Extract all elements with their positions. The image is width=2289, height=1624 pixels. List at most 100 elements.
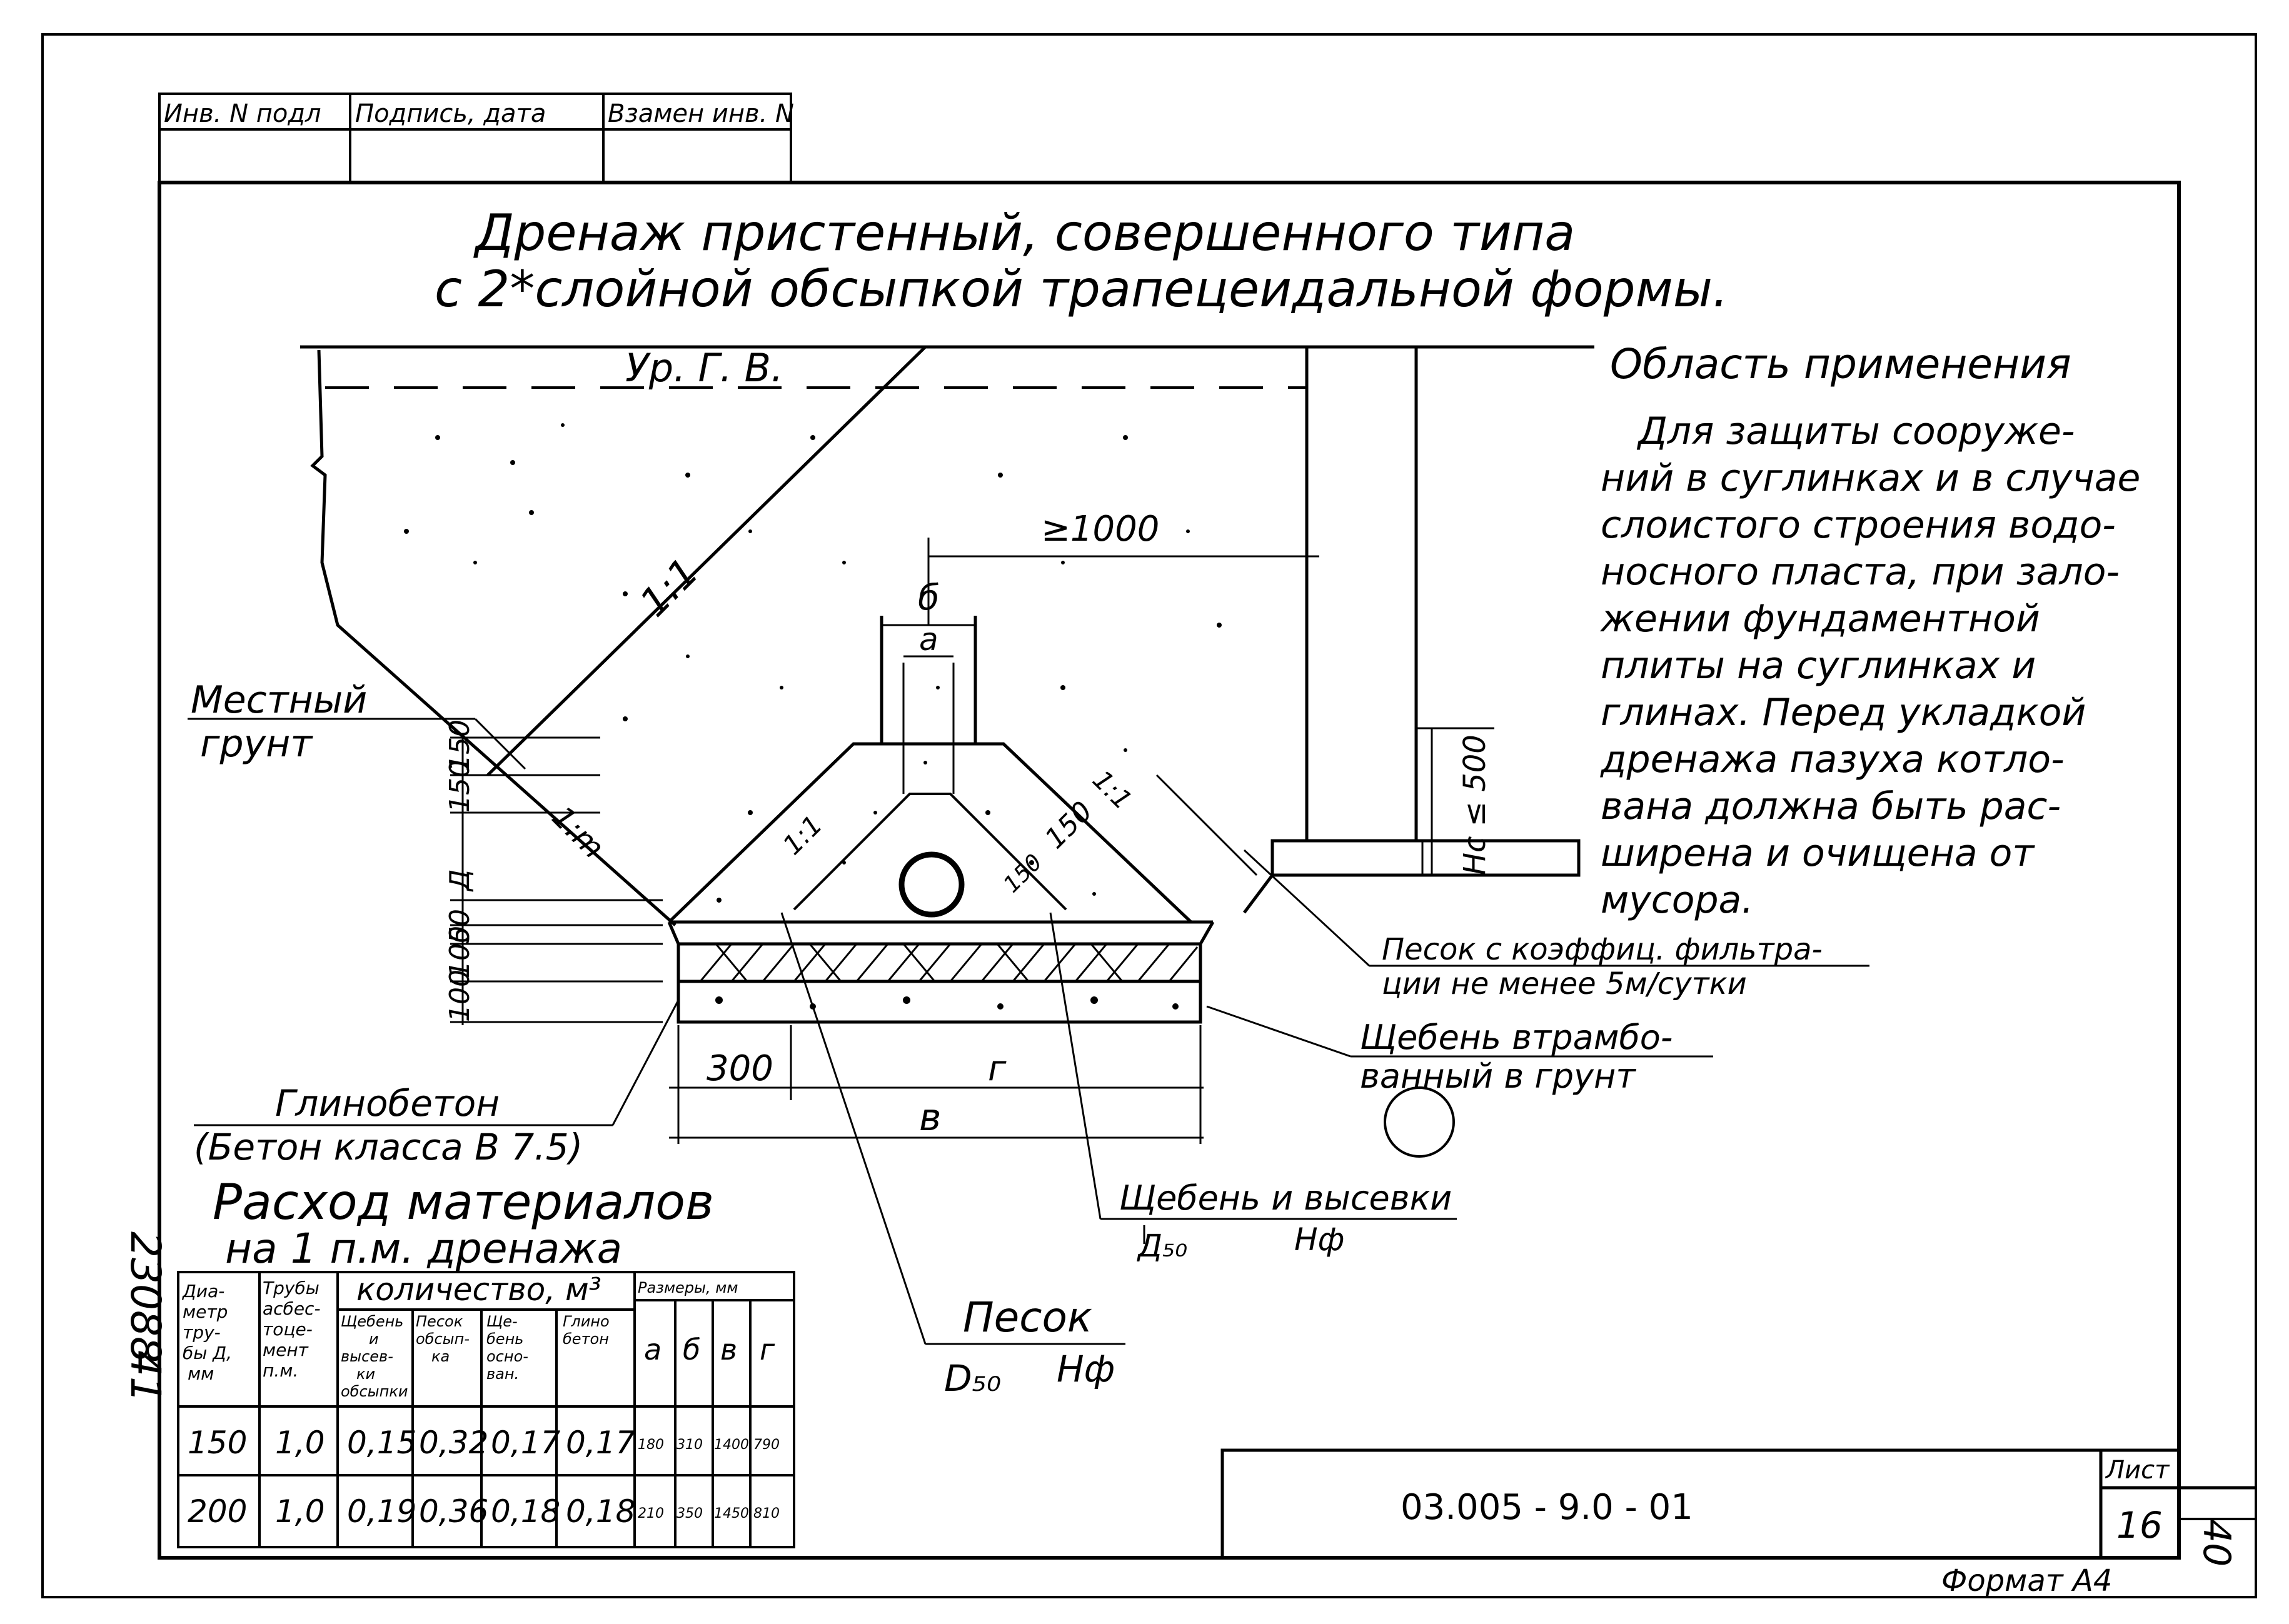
local-soil-label-2: грунт [200, 722, 313, 766]
sand-texture [404, 423, 1222, 1010]
svg-text:бень: бень [486, 1330, 523, 1348]
svg-text:100: 100 [444, 970, 476, 1022]
svg-text:1,0: 1,0 [275, 1493, 325, 1530]
gravel-label-2: ванный в грунт [1360, 1056, 1636, 1096]
slope-1-1-label: 1:1 [631, 549, 707, 625]
filter-slope-left-label: 1:1 [777, 809, 828, 861]
svg-text:0,18: 0,18 [566, 1493, 635, 1530]
materials-title-2: на 1 п.м. дренажа [225, 1225, 622, 1273]
svg-text:0,17: 0,17 [491, 1425, 561, 1461]
svg-text:метр: метр [183, 1301, 228, 1322]
svg-text:Ще-: Ще- [486, 1313, 518, 1330]
corner-number: 40 [2195, 1519, 2238, 1566]
gravel-screen-label: Щебень и высевки [1119, 1178, 1452, 1218]
format-label: Формат А4 [1941, 1563, 2112, 1598]
svg-text:1450: 1450 [714, 1506, 749, 1521]
materials-table [177, 1271, 795, 1548]
svg-text:мм: мм [188, 1363, 214, 1384]
materials-table-row-2: 200 1,0 0,19 0,36 0,18 0,18 210 350 1450… [188, 1493, 780, 1530]
svg-text:бы Д,: бы Д, [183, 1343, 232, 1363]
vertical-dims: 150 150 Д 50 100 100 [444, 719, 476, 1022]
svg-text:тоце-: тоце- [263, 1319, 313, 1340]
materials-table-row-1: 150 1,0 0,15 0,32 0,17 0,17 180 310 1400… [188, 1425, 780, 1461]
filter-slope-right-label: 1:1 [1087, 764, 1138, 815]
svg-text:мусора.: мусора. [1601, 878, 1753, 922]
svg-text:790: 790 [753, 1437, 780, 1453]
slope-1-m-label: 1:m [545, 799, 611, 866]
svg-text:обсып-: обсып- [416, 1330, 470, 1348]
title-block [1220, 1448, 2256, 1560]
svg-text:150: 150 [188, 1425, 247, 1461]
cross-section [300, 345, 1594, 1158]
gravel-screen-sub2: Нф [1294, 1221, 1344, 1258]
svg-text:Размеры, мм: Размеры, мм [638, 1279, 738, 1296]
svg-text:тру-: тру- [183, 1322, 221, 1343]
side-code: 23088 [121, 1231, 169, 1363]
sand-coef-label-1: Песок с коэффиц. фильтра- [1382, 932, 1823, 967]
svg-text:высев-: высев- [341, 1348, 393, 1365]
svg-text:носного пласта, при зало-: носного пласта, при зало- [1601, 550, 2120, 594]
drawing-code: 03.005 - 9.0 - 01 [1401, 1487, 1693, 1528]
svg-text:ний в суглинках и в случае: ний в суглинках и в случае [1601, 456, 2140, 500]
sand-sub2: Hф [1057, 1348, 1115, 1390]
svg-text:100: 100 [444, 926, 476, 978]
stamp-replace-label: Взамен инв. N [608, 99, 794, 128]
svg-text:Песок: Песок [416, 1313, 463, 1330]
svg-text:Глино: Глино [563, 1313, 610, 1330]
dim-b-label: б [918, 578, 940, 618]
sheet-label: Лист [2105, 1456, 2170, 1485]
dimension-lines [188, 538, 1869, 1345]
svg-text:г: г [760, 1333, 775, 1366]
svg-text:50: 50 [444, 909, 476, 944]
svg-text:обсыпки: обсыпки [341, 1383, 408, 1400]
sheet-number: 16 [2116, 1504, 2163, 1546]
scope-text: Для защиты сооруже- ний в суглинках и в … [1599, 409, 2140, 922]
local-soil-label-1: Местный [191, 678, 367, 722]
svg-text:0,36: 0,36 [419, 1493, 488, 1530]
materials-table-headers: Диа- метр тру- бы Д, мм Трубы асбес- тоц… [181, 1271, 775, 1400]
svg-text:350: 350 [677, 1506, 703, 1521]
stamp-box [158, 93, 792, 184]
svg-text:жении фундаментной: жении фундаментной [1599, 597, 2040, 641]
clay-concrete-label-1: Глинобетон [275, 1082, 500, 1125]
svg-text:осно-: осно- [486, 1348, 528, 1365]
materials-title-1: Расход материалов [213, 1175, 714, 1231]
svg-text:210: 210 [638, 1506, 664, 1521]
gravel-label-1: Щебень втрамбо- [1360, 1018, 1673, 1057]
svg-text:0,18: 0,18 [491, 1493, 560, 1530]
svg-text:слоистого строения водо-: слоистого строения водо- [1601, 503, 2116, 547]
svg-text:ка: ка [431, 1348, 450, 1365]
svg-text:1400: 1400 [714, 1437, 749, 1453]
svg-text:Для защиты сооруже-: Для защиты сооруже- [1636, 409, 2075, 453]
svg-text:Д: Д [444, 870, 476, 892]
svg-text:мент: мент [263, 1340, 309, 1360]
svg-text:ки: ки [356, 1365, 375, 1383]
svg-text:ширена и очищена от: ширена и очищена от [1601, 831, 2035, 875]
svg-text:150: 150 [444, 760, 476, 813]
svg-text:Диа-: Диа- [181, 1281, 224, 1301]
dim-1000-label: ≥1000 [1041, 509, 1159, 549]
svg-text:б: б [683, 1333, 700, 1366]
svg-text:150: 150 [444, 719, 476, 772]
svg-text:0,32: 0,32 [419, 1425, 488, 1461]
svg-text:ван.: ван. [486, 1365, 519, 1383]
clay-concrete-label-2: (Бетон класса В 7.5) [194, 1126, 583, 1168]
svg-text:в: в [720, 1333, 737, 1366]
sand-coef-label-2: ции не менее 5м/сутки [1382, 966, 1747, 1001]
gravel-screen-sub1: Д₅₀ [1137, 1228, 1187, 1264]
dim-500-label: Нс ≤ 500 [1457, 734, 1492, 875]
clay-concrete-hatch [699, 943, 1199, 982]
dim-a-label: а [919, 621, 938, 658]
side-page: 41 [121, 1350, 169, 1403]
svg-text:количество, м³: количество, м³ [356, 1271, 601, 1308]
water-level-label: Ур. Г. В. [625, 345, 783, 391]
svg-text:0,15: 0,15 [347, 1425, 416, 1461]
svg-text:Трубы: Трубы [263, 1278, 319, 1298]
svg-text:дренажа пазуха котло-: дренажа пазуха котло- [1600, 738, 2065, 781]
sheet-frames [41, 33, 2257, 1598]
stamp-sign-label: Подпись, дата [355, 99, 546, 128]
svg-text:бетон: бетон [563, 1330, 609, 1348]
drawing-title-line1: Дренаж пристенный, совершенного типа [473, 204, 1575, 262]
drawing-title-line2: с 2*слойной обсыпкой трапецеидальной фор… [435, 260, 1728, 318]
